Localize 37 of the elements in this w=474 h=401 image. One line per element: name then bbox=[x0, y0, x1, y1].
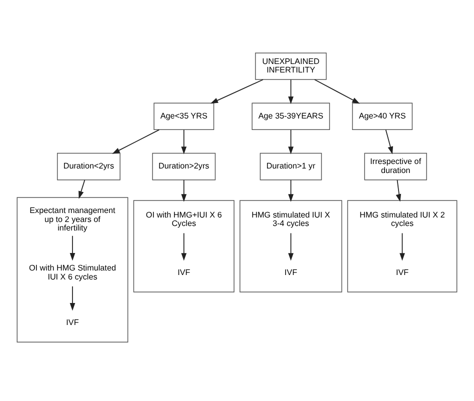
node-box: Duration>1 yr bbox=[260, 152, 322, 180]
node-text: IVF bbox=[284, 268, 298, 277]
arrow bbox=[288, 232, 294, 261]
arrow bbox=[210, 79, 264, 104]
node-box: Duration<2yrs bbox=[57, 152, 120, 180]
node-text: Expectant management up to 2 years of infertility bbox=[30, 206, 116, 233]
arrow bbox=[314, 79, 360, 104]
arrow bbox=[288, 180, 294, 202]
cluster bbox=[240, 200, 342, 292]
node-text: OI with HMG Stimulated IUI X 6 cycles bbox=[28, 263, 116, 282]
node-box: Duration>2yrs bbox=[152, 152, 216, 180]
arrow bbox=[112, 129, 160, 154]
arrow bbox=[385, 129, 394, 154]
arrow bbox=[181, 129, 187, 154]
node-text: HMG stimulated IUI X 2 cycles bbox=[360, 210, 445, 228]
node-box: Age<35 YRS bbox=[154, 102, 214, 130]
node-box: Age>40 YRS bbox=[352, 102, 413, 130]
node-box: Irrespective of duration bbox=[364, 152, 427, 180]
cluster bbox=[133, 200, 234, 292]
cluster bbox=[16, 197, 128, 343]
arrow bbox=[181, 180, 187, 202]
arrow bbox=[400, 232, 405, 261]
arrow bbox=[288, 79, 294, 104]
arrow bbox=[70, 286, 76, 311]
node-box: UNEXPLAINED INFERTILITY bbox=[255, 52, 327, 80]
node-text: HMG stimulated IUI X 3-4 cycles bbox=[252, 210, 330, 228]
node-text: OI with HMG+IUI X 6 Cycles bbox=[146, 210, 222, 228]
node-text: IVF bbox=[178, 268, 190, 277]
node-text: IVF bbox=[66, 318, 79, 328]
arrow bbox=[78, 180, 86, 199]
node-box: Age 35-39YEARS bbox=[252, 102, 330, 130]
arrow bbox=[396, 180, 402, 202]
arrow bbox=[288, 129, 294, 154]
node-text: IVF bbox=[396, 268, 409, 277]
arrow bbox=[181, 232, 187, 261]
arrow bbox=[70, 235, 76, 261]
cluster bbox=[347, 200, 458, 292]
